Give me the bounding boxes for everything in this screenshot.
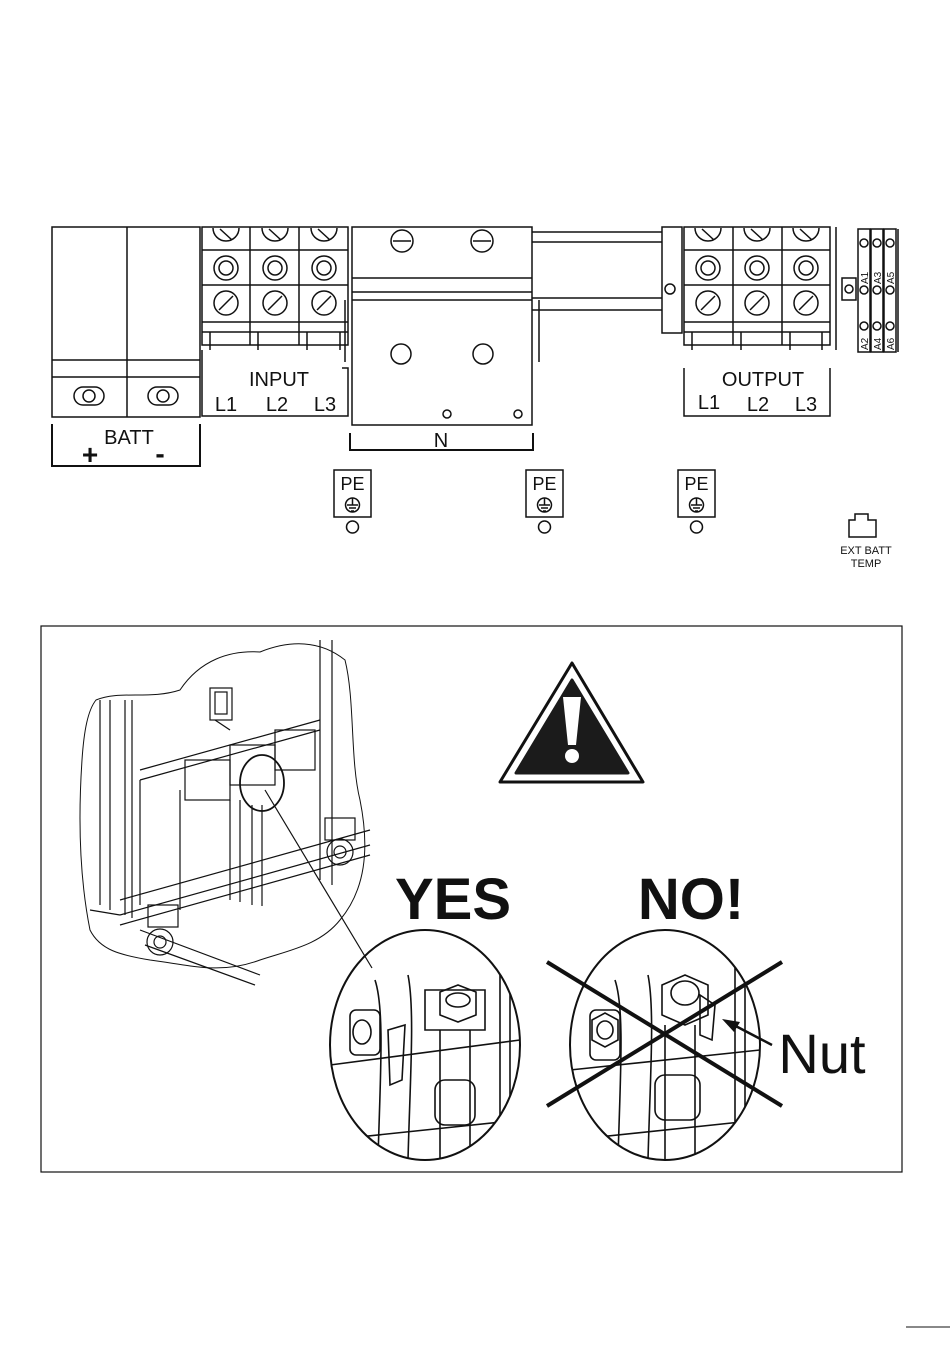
warning-triangle-icon [500, 663, 643, 782]
nut-arrow-head-icon [722, 1019, 740, 1032]
busbar [532, 227, 682, 333]
nut-label: Nut [778, 1022, 866, 1085]
yes-detail-view [330, 930, 520, 1160]
ups-cabinet-drawing [80, 640, 372, 985]
input-ring-screws-icon [214, 256, 336, 280]
no-detail-view [570, 930, 760, 1160]
input-phase-l1: L1 [215, 394, 237, 416]
aux-label-a3: A3 [873, 271, 884, 284]
ext-batt-temp-label-line1: EXT BATT [840, 545, 892, 557]
input-label: INPUT [249, 369, 309, 391]
output-label: OUTPUT [722, 369, 804, 391]
neutral-terminal-block [345, 227, 539, 450]
output-ring-screws-icon [696, 256, 818, 280]
aux-label-a5: A5 [886, 271, 897, 284]
output-phase-l2: L2 [747, 394, 769, 416]
aux-label-a1: A1 [860, 271, 871, 284]
aux-label-a4: A4 [873, 337, 884, 350]
pe-label-1: PE [340, 474, 364, 494]
yes-label: YES [395, 867, 511, 932]
neutral-label: N [434, 430, 448, 452]
input-slot-screws-icon [214, 291, 336, 315]
input-phase-l3: L3 [314, 394, 336, 416]
no-label: NO! [638, 867, 744, 932]
ext-batt-temp-label-line2: TEMP [851, 558, 882, 570]
batt-minus-sign: - [155, 438, 164, 469]
input-phase-l2: L2 [266, 394, 288, 416]
batt-plus-screw-icon [74, 387, 104, 405]
batt-label: BATT [104, 427, 154, 449]
batt-plus-sign: + [82, 439, 98, 470]
batt-minus-screw-icon [148, 387, 178, 405]
ext-batt-temp-connector-icon [849, 514, 876, 537]
output-slot-screws-icon [696, 291, 818, 315]
pe-label-3: PE [684, 474, 708, 494]
aux-label-a2: A2 [860, 337, 871, 350]
neutral-holes-icon [391, 344, 522, 418]
neutral-top-screws-icon [391, 230, 493, 252]
output-phase-l3: L3 [795, 394, 817, 416]
pe-label-2: PE [532, 474, 556, 494]
aux-label-a6: A6 [886, 337, 897, 350]
output-phase-l1: L1 [698, 392, 720, 414]
aux-terminal-strip [842, 229, 898, 352]
